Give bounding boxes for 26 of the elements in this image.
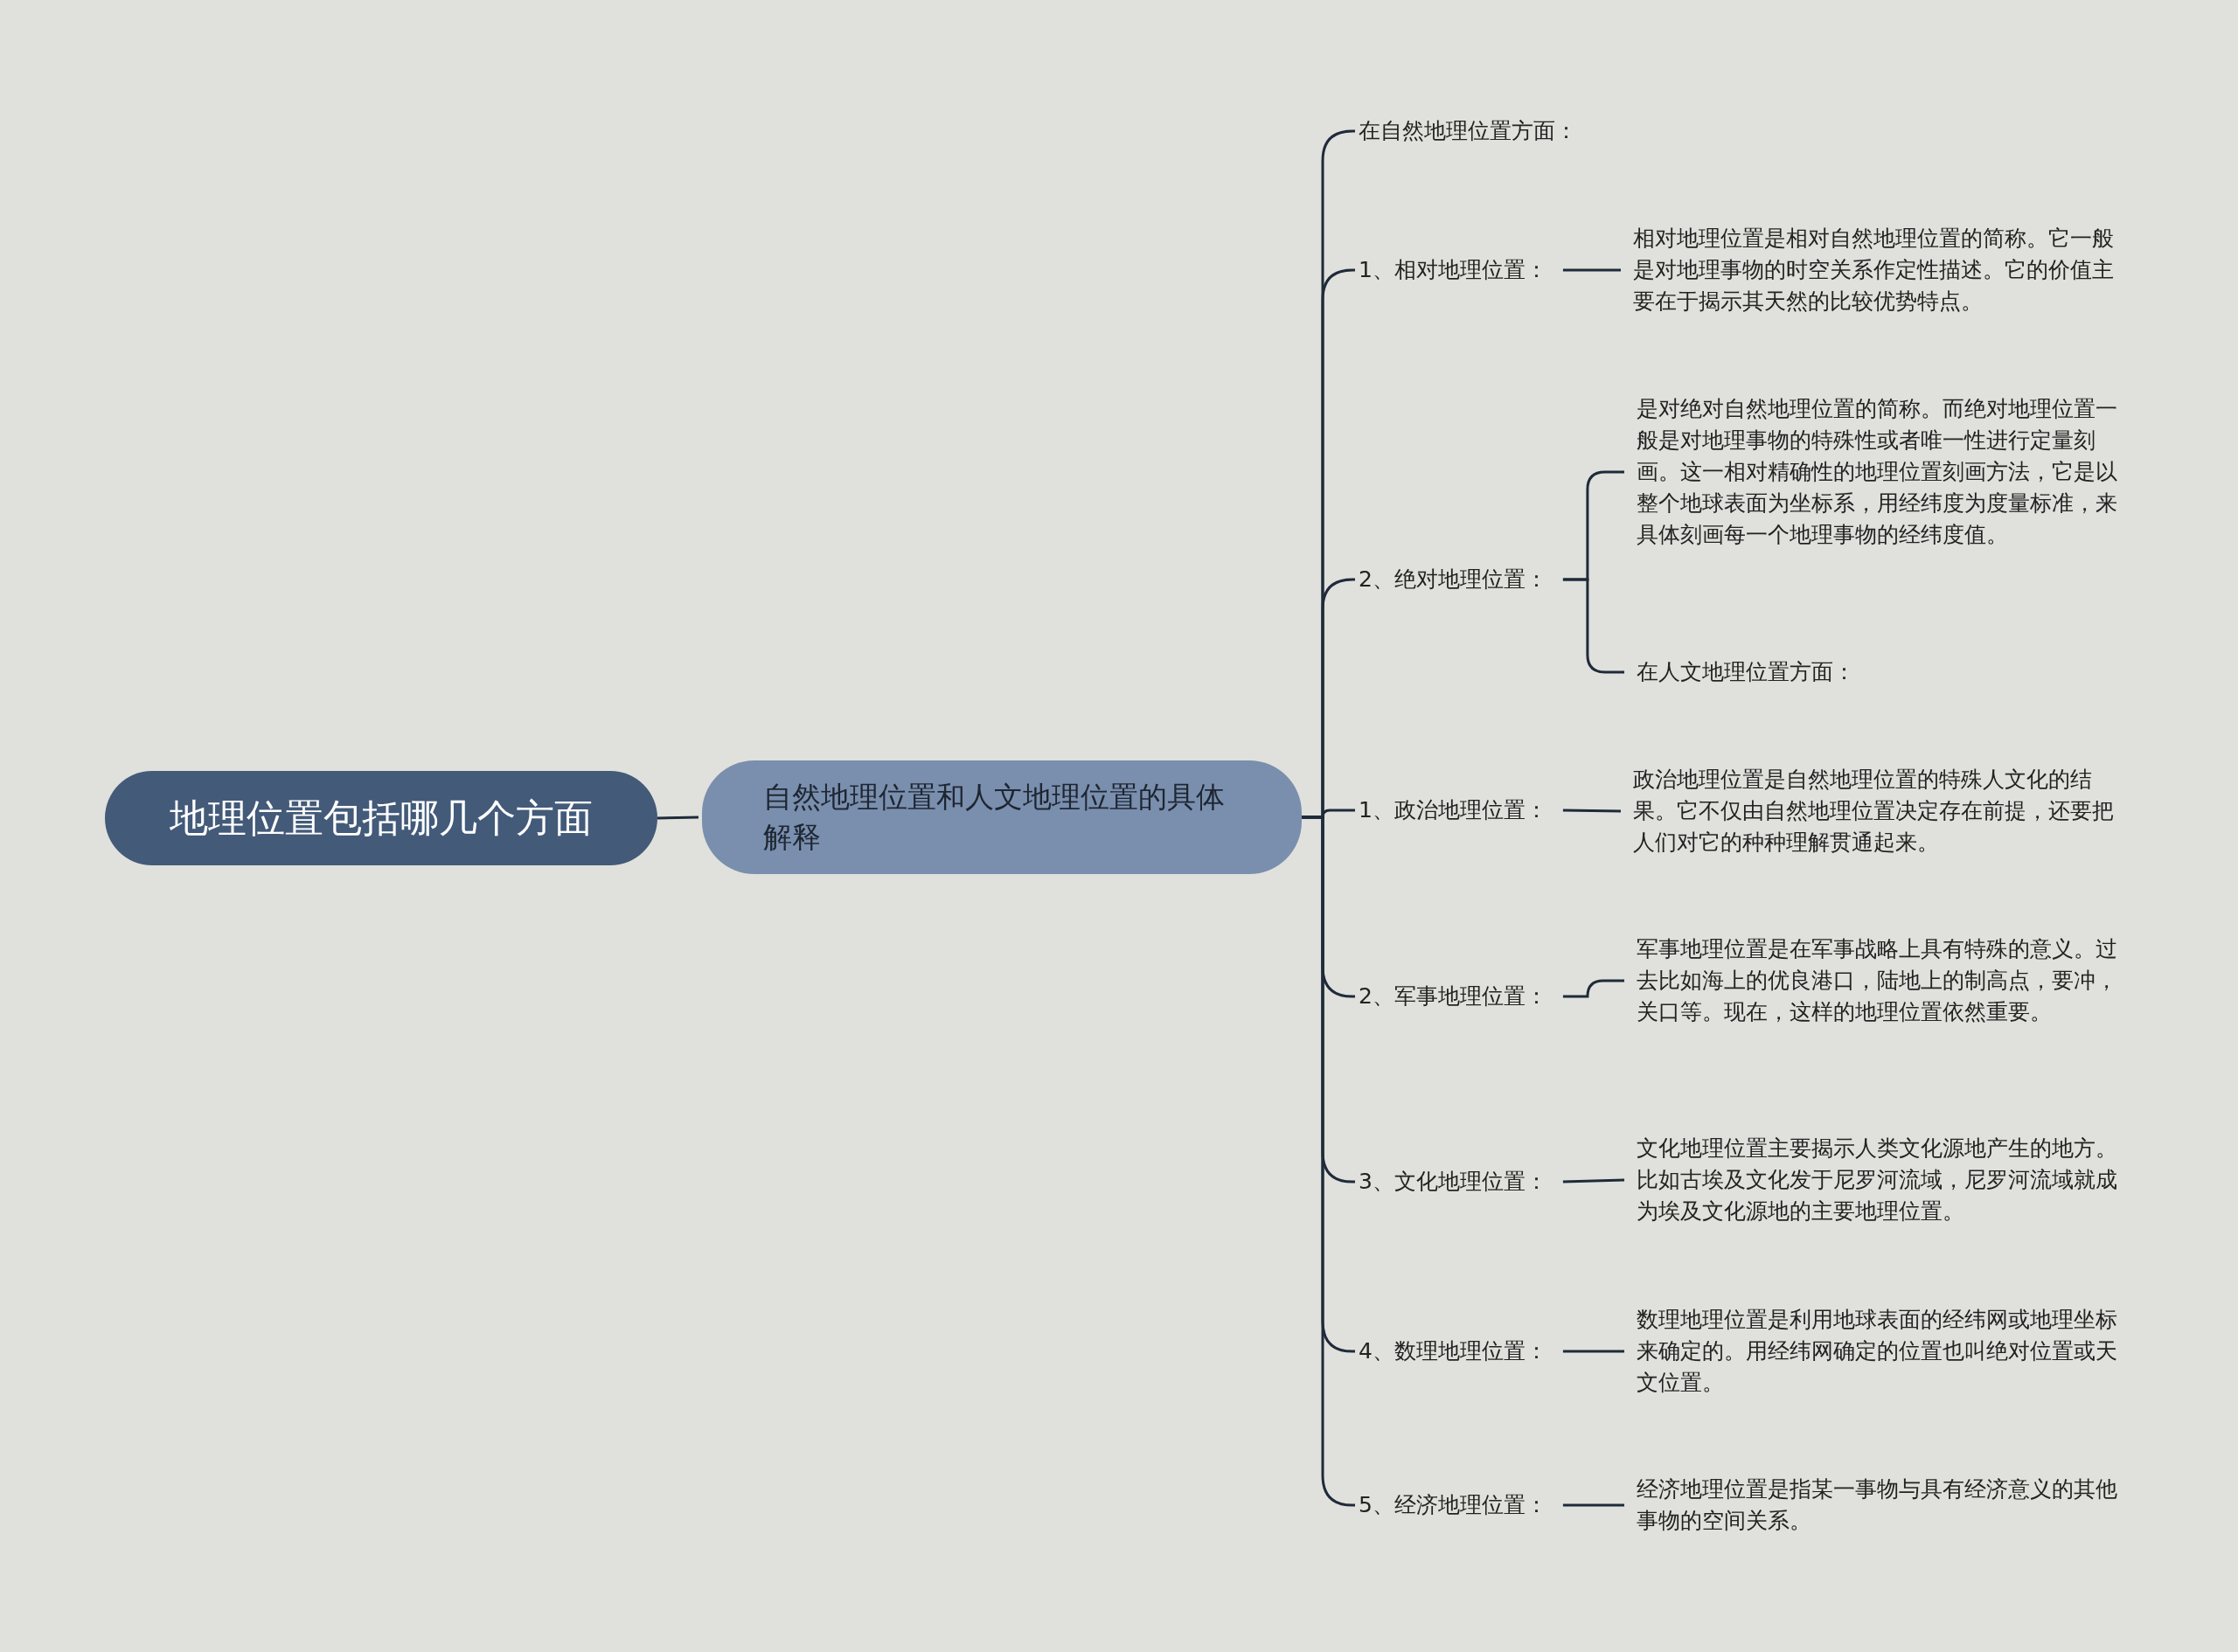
connector-line — [1562, 268, 1621, 272]
connector-line — [657, 816, 699, 820]
branch-label: 1、政治地理位置： — [1359, 795, 1547, 826]
branch-label: 3、文化地理位置： — [1359, 1166, 1547, 1197]
description-text: 文化地理位置主要揭示人类文化源地产生的地方。比如古埃及文化发于尼罗河流域，尼罗河流域就成为埃及文化源地的主要地理位置。 — [1637, 1133, 2135, 1227]
description-text: 政治地理位置是自然地理位置的特殊人文化的结果。它不仅由自然地理位置决定存在前提，还要把人们对它的种种理解贯通起来。 — [1633, 764, 2131, 858]
connector-line — [1562, 1503, 1624, 1507]
description-text: 是对绝对自然地理位置的简称。而绝对地理位置一般是对地理事物的特殊性或者唯一性进行定量刻画。这一相对精确性的地理位置刻画方法，它是以整个地球表面为坐标系，用经纬度为度量标准，来具体刻画每一个地理事物的经纬度值。 — [1637, 393, 2135, 551]
connector-line — [1562, 578, 1624, 674]
connector-line — [1562, 979, 1624, 998]
topic-box: 自然地理位置和人文地理位置的具体解释 — [702, 760, 1302, 874]
branch-label: 5、经济地理位置： — [1359, 1489, 1547, 1521]
root-topic-box: 地理位置包括哪几个方面 — [105, 771, 657, 865]
branch-label: 2、军事地理位置： — [1359, 981, 1547, 1012]
branch-label: 4、数理地理位置： — [1359, 1336, 1547, 1367]
branch-label: 1、相对地理位置： — [1359, 254, 1547, 286]
connector-line — [1562, 1350, 1624, 1353]
connector-line — [1562, 809, 1622, 813]
description-text: 数理地理位置是利用地球表面的经纬网或地理坐标来确定的。用经纬网确定的位置也叫绝对位置或天文位置。 — [1637, 1304, 2135, 1399]
connector-line — [1562, 1178, 1625, 1183]
branch-label: 在自然地理位置方面： — [1359, 115, 1577, 147]
branch-label: 在人文地理位置方面： — [1637, 656, 1855, 688]
description-text: 相对地理位置是相对自然地理位置的简称。它一般是对地理事物的时空关系作定性描述。它的价值主要在于揭示其天然的比较优势特点。 — [1633, 223, 2131, 317]
description-text: 军事地理位置是在军事战略上具有特殊的意义。过去比如海上的优良港口，陆地上的制高点，要冲，关口等。现在，这样的地理位置依然重要。 — [1637, 934, 2135, 1028]
description-text: 经济地理位置是指某一事物与具有经济意义的其他事物的空间关系。 — [1637, 1474, 2135, 1537]
branch-label: 2、绝对地理位置： — [1359, 564, 1547, 595]
